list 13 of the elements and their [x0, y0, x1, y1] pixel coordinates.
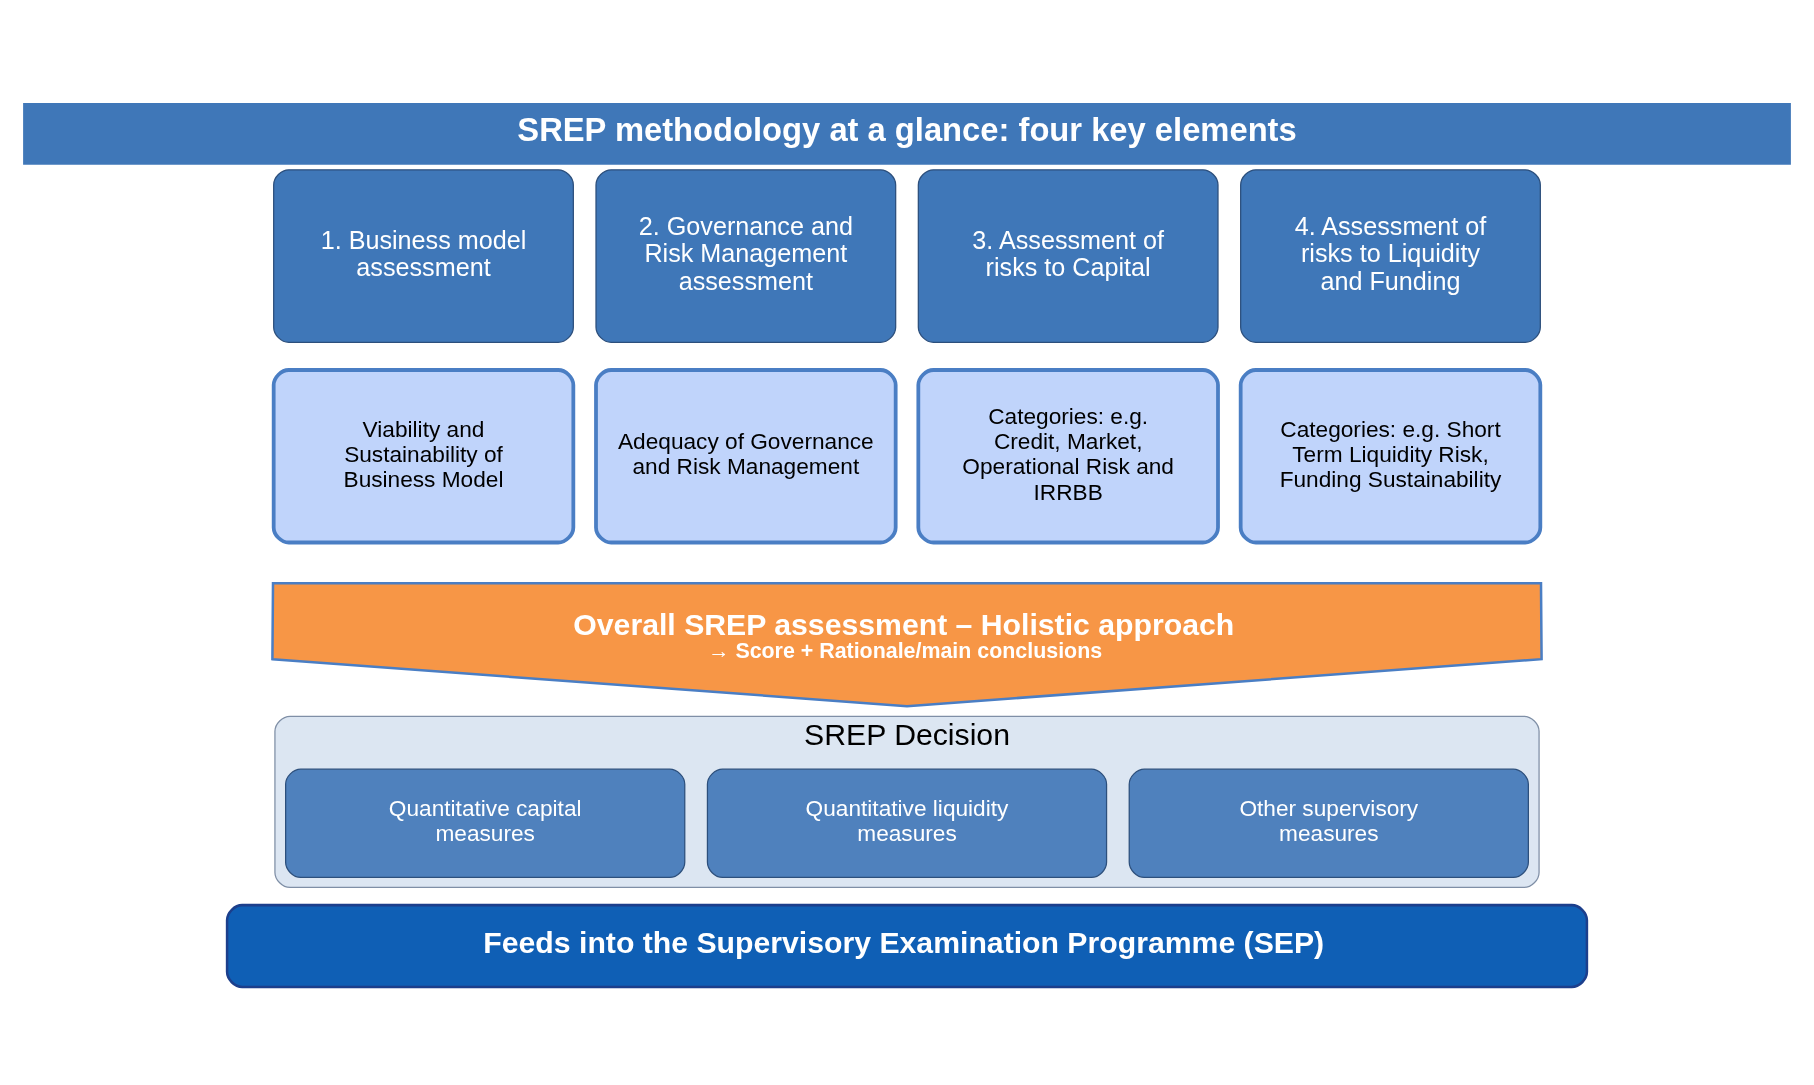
node-box: Viability and Sustainability of Business Model [271, 368, 576, 545]
node-box: Categories: e.g. Short Term Liquidity Risk, Funding Sustainability [1238, 368, 1543, 545]
node-box: Quantitative liquidity measures [706, 768, 1108, 879]
node-box: 3. Assessment of risks to Capital [917, 169, 1219, 343]
node-box: Categories: e.g. Credit, Market, Operational Risk and IRRBB [916, 368, 1220, 545]
node-box: Quantitative capital measures [285, 768, 686, 879]
diagram-title: SREP methodology at a glance: four key elements [517, 111, 1297, 149]
node-box: Adequacy of Governance and Risk Management [594, 368, 898, 545]
node-box: 4. Assessment of risks to Liquidity and Funding [1240, 169, 1541, 343]
node-box: 2. Governance and Risk Management assessment [595, 169, 897, 343]
node-box: 1. Business model assessment [273, 169, 574, 343]
node-box: Feeds into the Supervisory Examination Programme (SEP) [225, 903, 1589, 989]
node-box: Other supervisory measures [1128, 768, 1529, 879]
